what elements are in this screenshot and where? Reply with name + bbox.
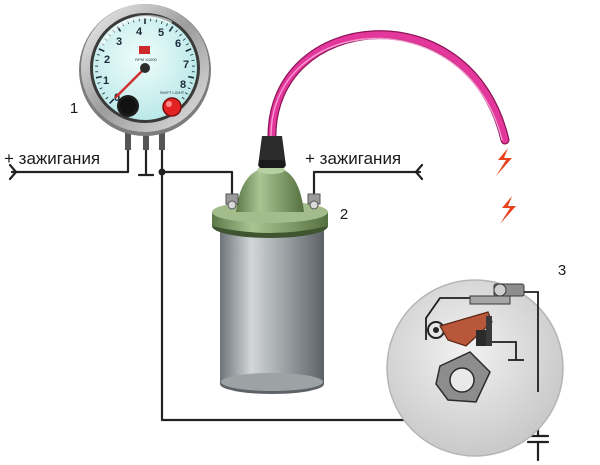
- gauge-scale-3: 3: [116, 36, 122, 48]
- ignition-coil: [212, 136, 328, 394]
- gauge-tick: [189, 82, 193, 84]
- gauge-scale-6: 6: [175, 38, 181, 50]
- gauge-shift-text: SHIFT LIGHT: [160, 90, 185, 95]
- gauge-tick: [97, 82, 101, 84]
- gauge-tick: [181, 96, 185, 100]
- gauge-needle: [114, 66, 147, 99]
- gauge-brand-text: RPM X1000: [135, 57, 157, 62]
- gauge-tick: [105, 96, 109, 100]
- gauge-scale-8: 8: [180, 79, 186, 91]
- ignition-supply-label-left: + зажигания: [4, 149, 100, 168]
- callout-ignition-coil: 2: [340, 206, 348, 223]
- right-ignition-wire: [312, 170, 422, 198]
- high-voltage-lead: [267, 30, 510, 145]
- distributor-terminal: [469, 283, 525, 305]
- gauge-scale-4: 4: [136, 26, 143, 38]
- gauge-tick: [155, 19, 158, 23]
- distributor-breaker-points: [386, 279, 564, 457]
- ignition-supply-label-right: + зажигания: [305, 149, 401, 168]
- coil-terminal-negative: [225, 193, 239, 210]
- distributor-cam: [435, 351, 491, 403]
- gauge-scale-0: 0: [114, 92, 120, 104]
- gauge-tick: [175, 29, 178, 33]
- gauge-tick: [96, 54, 100, 56]
- shift-light-icon: [162, 97, 182, 117]
- right-wire-end-tick: [414, 163, 424, 181]
- gauge-tick: [99, 87, 103, 90]
- gauge-tick: [185, 43, 189, 46]
- gauge-tick: [188, 75, 195, 79]
- tachometer: 0 1 2 3 4 5 6 7 8 RPM X1000 SHIFT LIGHT: [79, 4, 211, 150]
- gauge-tick: [182, 38, 186, 41]
- callout-distributor: 3: [558, 262, 566, 279]
- left-wire-end-tick: [8, 163, 18, 181]
- gauge-tick: [109, 98, 115, 104]
- gauge-tick: [98, 48, 105, 52]
- gauge-tick: [165, 23, 169, 27]
- gauge-tick: [185, 48, 192, 52]
- gauge-scale-2: 2: [104, 54, 110, 66]
- gauge-tick: [184, 92, 188, 95]
- gauge-scale-5: 5: [158, 27, 164, 39]
- spark-icon: [496, 148, 516, 224]
- gauge-scale-7: 7: [183, 59, 189, 71]
- gauge-tick: [160, 20, 163, 25]
- gauge-tick: [190, 54, 194, 56]
- gauge-scale-1: 1: [103, 75, 109, 87]
- coil-body: [220, 222, 324, 391]
- gauge-tick: [187, 87, 191, 90]
- gauge-tick: [168, 25, 174, 32]
- gauge-tick: [95, 75, 102, 79]
- coil-terminal-positive: [307, 193, 321, 210]
- tacho-signal-wire: [160, 146, 234, 198]
- gauge-tick: [102, 92, 106, 95]
- coil-tower-boot: [258, 136, 286, 166]
- callout-tachometer: 1: [70, 100, 78, 117]
- gauge-tick: [179, 33, 182, 37]
- left-ignition-wire: [10, 146, 130, 174]
- junction-dot: [158, 168, 166, 176]
